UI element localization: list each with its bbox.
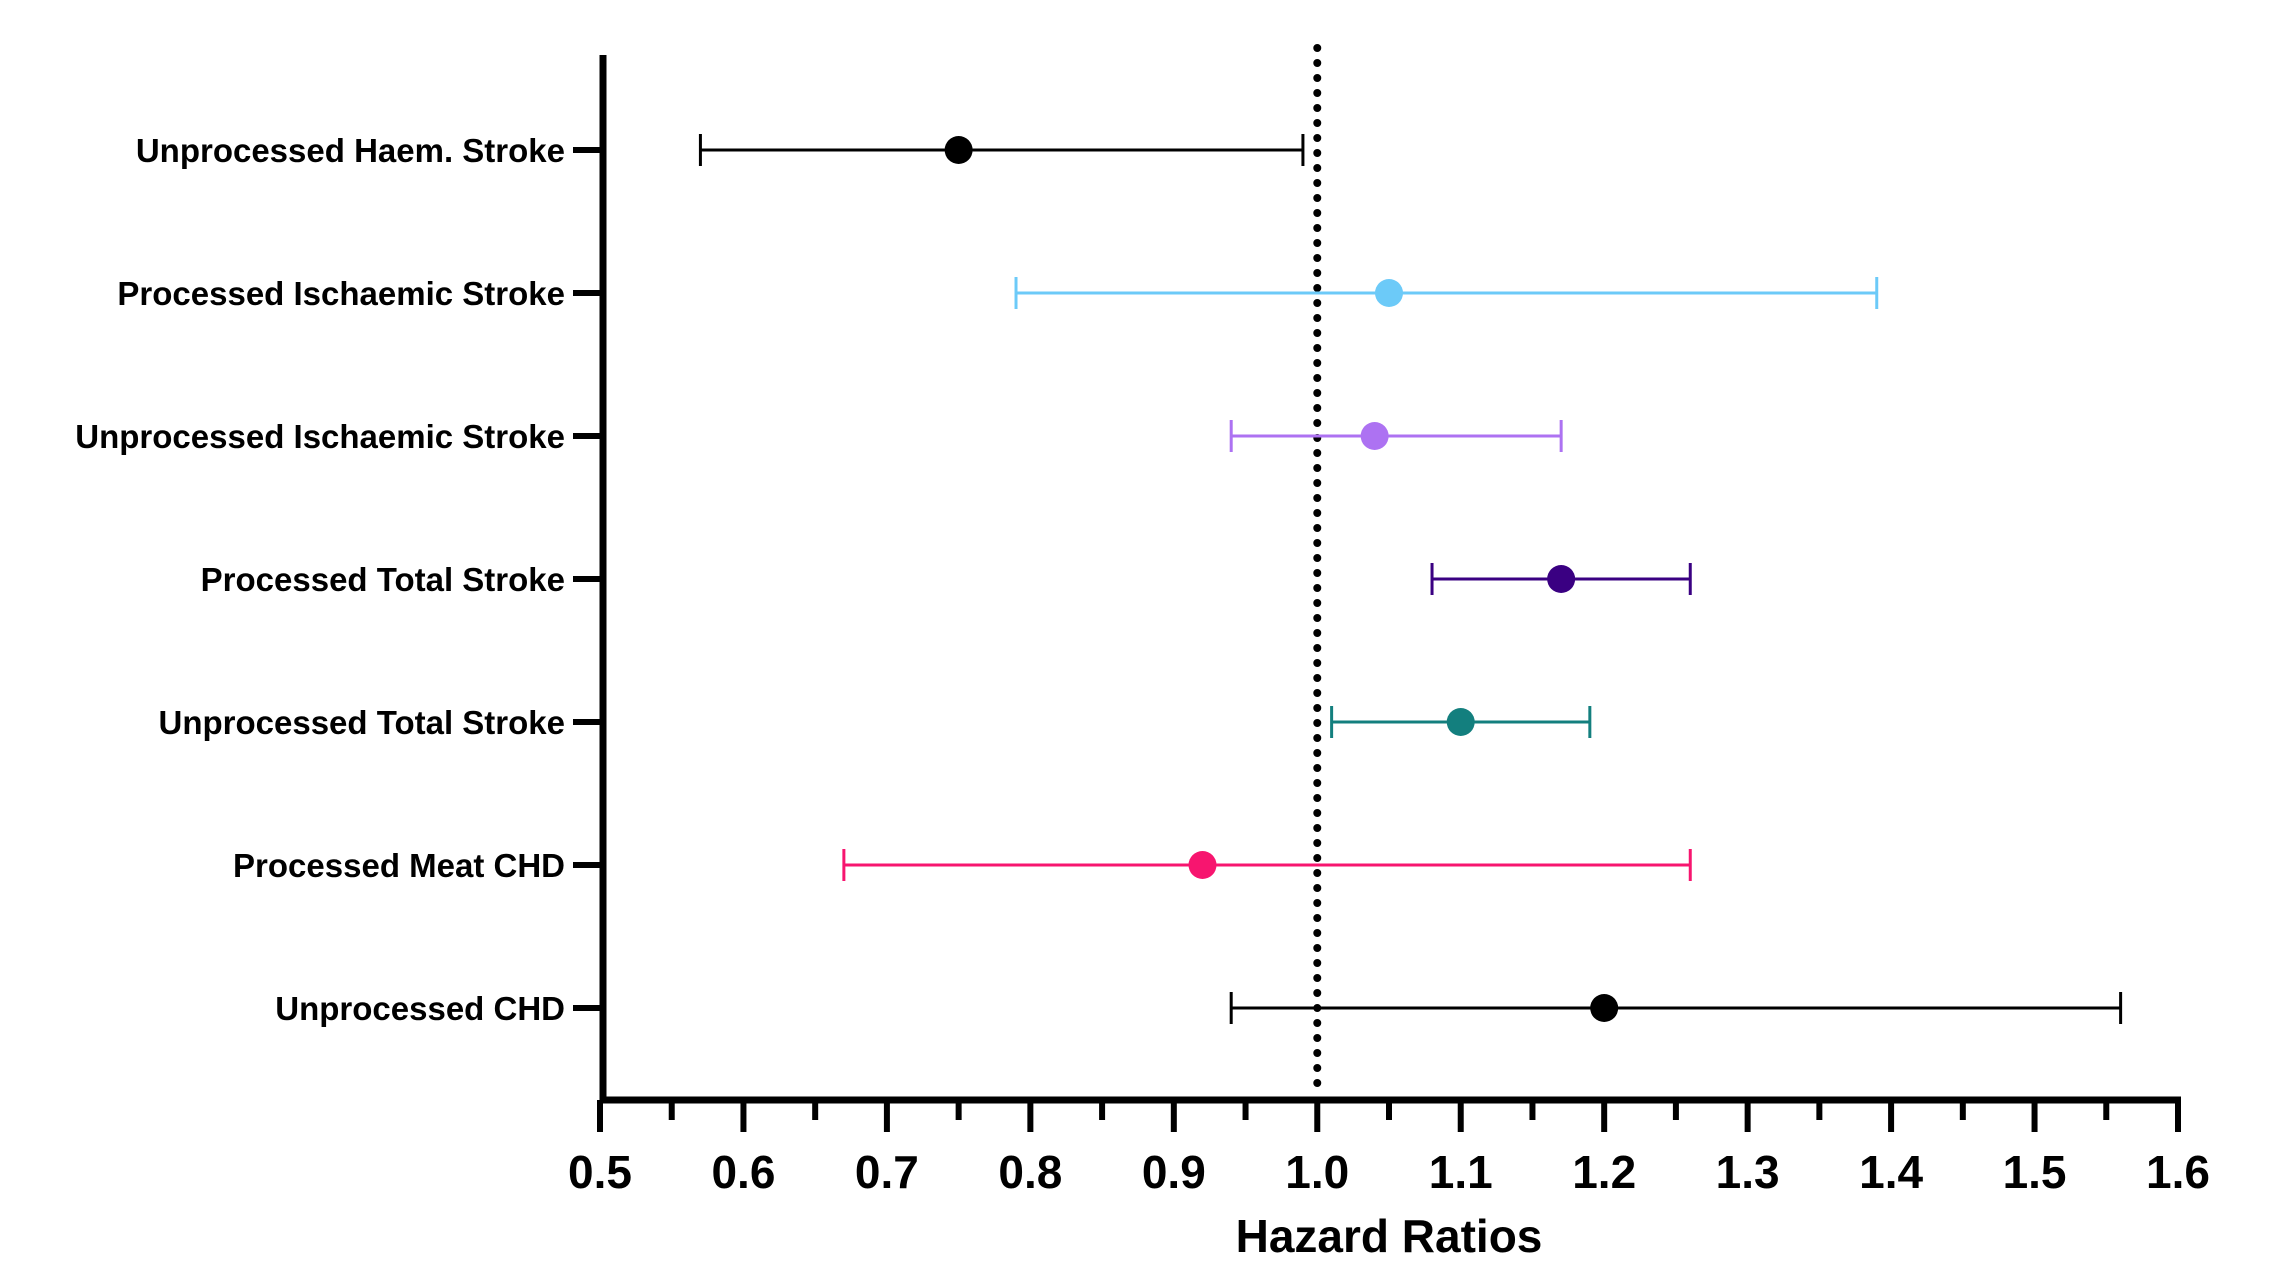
category-label: Processed Total Stroke [201, 561, 565, 598]
x-tick-label: 1.6 [2146, 1146, 2210, 1198]
category-label: Unprocessed Ischaemic Stroke [75, 418, 565, 455]
category-label: Processed Meat CHD [233, 847, 565, 884]
hazard-ratio-point [1547, 565, 1576, 593]
hazard-ratio-point [1188, 851, 1217, 879]
x-tick-label: 1.2 [1572, 1146, 1636, 1198]
x-tick-label: 1.1 [1429, 1146, 1493, 1198]
x-tick-label: 1.5 [2003, 1146, 2067, 1198]
hazard-ratio-point [1360, 422, 1389, 450]
x-tick-label: 0.8 [998, 1146, 1062, 1198]
hazard-ratio-point [1446, 708, 1475, 736]
x-tick-label: 0.6 [711, 1146, 775, 1198]
hazard-ratio-point [944, 136, 973, 164]
category-label: Unprocessed CHD [275, 990, 565, 1027]
hazard-ratio-point [1590, 994, 1619, 1022]
x-axis-title: Hazard Ratios [1236, 1210, 1543, 1262]
category-label: Processed Ischaemic Stroke [117, 275, 565, 312]
axis-layer [573, 55, 2181, 1132]
category-label: Unprocessed Haem. Stroke [136, 132, 565, 169]
x-tick-label: 0.7 [855, 1146, 919, 1198]
x-tick-label: 1.3 [1716, 1146, 1780, 1198]
x-tick-label: 1.4 [1859, 1146, 1923, 1198]
x-tick-label: 0.9 [1142, 1146, 1206, 1198]
category-label: Unprocessed Total Stroke [159, 704, 566, 741]
error-bars-layer [698, 134, 2123, 1024]
x-tick-label: 1.0 [1285, 1146, 1349, 1198]
x-tick-label: 0.5 [568, 1146, 632, 1198]
hazard-ratio-point [1375, 279, 1403, 307]
